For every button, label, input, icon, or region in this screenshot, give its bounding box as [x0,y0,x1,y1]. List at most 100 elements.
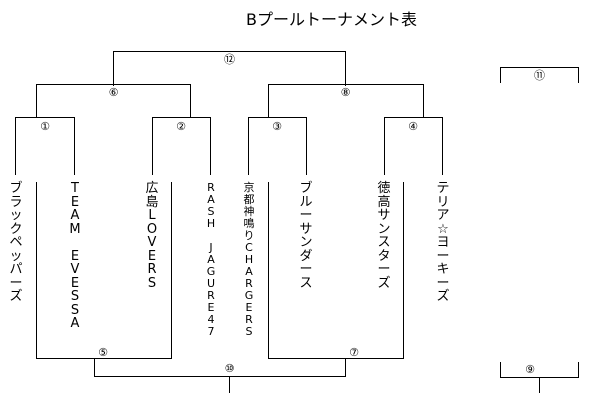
bracket-line-cons-7 [268,182,404,359]
team-name-char: R [245,277,253,290]
match-7-number: ⑦ [349,346,359,359]
team-name-char: リ [436,194,450,210]
team-name-char: テ [436,181,450,196]
team-name-char: H [244,253,254,266]
team-name-char: サ [299,221,313,237]
team-name-char: ス [299,275,313,291]
bracket-line-r1-4 [384,117,443,175]
team-name-char: ン [377,221,391,237]
team-name-char: キ [436,262,450,277]
team-name-char: E [245,301,253,314]
team-name-char: ズ [9,289,23,304]
match-8-number: ⑧ [341,86,351,99]
team-name-char: R [245,313,253,326]
team-name-char: ブ [299,181,313,196]
team-name-char: 徳 [377,181,391,196]
team-name-char: ー [299,262,313,277]
team-name-char: A [207,193,215,206]
match-1-number: ① [40,120,50,133]
team-name-char: H [206,217,216,230]
match-5-number: ⑤ [98,346,108,359]
team-name-char: サ [377,208,391,223]
team-name-char: S [207,205,215,218]
team-name-6: ブルーサンダース [297,182,315,290]
team-name-char: E [207,301,215,314]
team-name-char: ー [377,262,391,277]
team-name-char: R [207,181,215,194]
match-11-number: ⑪ [534,69,545,82]
team-name-char: S [245,325,253,338]
match-2-number: ② [176,120,186,133]
bracket-title: Bプールトーナメント表 [246,10,417,29]
team-name-char: ☆ [437,221,449,237]
team-name-char: E [70,275,80,291]
team-name-char: ー [299,208,313,223]
team-name-char: ク [9,221,23,237]
team-name-char: E [70,194,80,210]
team-name-char: G [206,265,216,278]
team-name-char: A [70,316,80,331]
bracket-line-r1-2 [152,117,211,175]
team-name-char: 7 [207,325,215,338]
team-name-char: 広 [145,181,159,196]
team-name-char: ッ [9,248,23,264]
team-name-char: R [207,289,215,302]
team-name-char: E [147,248,157,264]
team-name-char: 4 [207,313,215,326]
bracket-line-r1-3 [248,117,307,175]
team-name-char: ダ [299,248,313,264]
team-name-1: ブラックペッパーズ [7,182,25,304]
team-name-char: S [70,302,80,318]
team-name-char: タ [377,248,391,264]
team-name-char: ブ [9,181,23,196]
team-name-char: ン [299,235,313,250]
team-name-char: ズ [436,289,450,304]
team-name-char: ラ [9,194,23,210]
match-6-number: ⑥ [109,86,119,99]
match-9-number: ⑨ [525,363,535,376]
team-name-char: ズ [377,275,391,291]
team-name-char: り [243,229,255,242]
team-name-char: パ [9,262,23,277]
team-name-char: G [244,289,254,302]
team-name-char: ペ [9,235,23,250]
team-name-char: J [209,241,213,254]
team-name-char: ル [299,194,313,210]
team-name-char: 島 [145,194,159,210]
team-name-char: T [71,181,79,196]
match-12-number: ⑫ [224,53,235,66]
team-name-char: V [70,262,80,277]
team-name-8: テリア☆ヨーキーズ [434,182,452,304]
team-name-char: U [206,277,216,290]
team-name-char: ス [377,235,391,250]
team-name-char: L [148,208,156,223]
match-4-number: ④ [408,120,418,133]
bracket-line-r1-1 [15,117,75,175]
team-name-char: A [70,208,80,223]
team-name-char: 都 [243,193,255,206]
bracket-line-cons-5 [36,182,172,359]
team-name-char: ー [9,275,23,291]
bracket-line-cons-10 [94,359,346,377]
team-name-7: 徳高サンスターズ [375,182,393,290]
team-name-char [73,236,77,250]
team-name-char: A [245,265,253,278]
bracket-line-semi-right [268,84,424,118]
team-name-char: V [147,235,157,250]
team-name-char: S [147,275,157,291]
team-name-char: 京 [243,181,255,194]
team-name-char: ッ [9,208,23,223]
team-name-char: 高 [377,194,391,210]
team-name-char: ア [436,208,450,223]
team-name-char: M [69,221,81,237]
team-name-char: ー [436,275,450,291]
team-name-char: ー [436,248,450,264]
team-name-char: E [70,248,80,264]
team-name-char: A [207,253,215,266]
match-10-number: ⑩ [225,362,235,375]
